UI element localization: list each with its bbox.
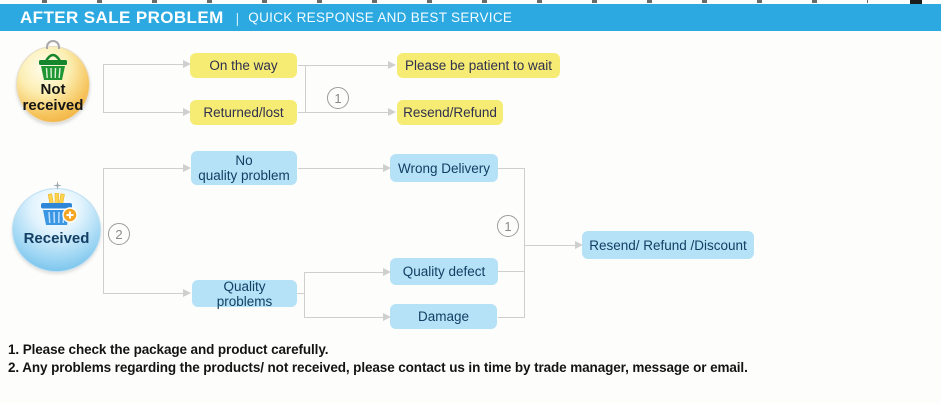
arrowhead [575,241,583,249]
step-marker-1: 1 [327,87,349,109]
connector [103,64,183,65]
blue-basket-icon [40,193,78,225]
sparkle-icon [52,181,62,190]
arrowhead [183,164,191,172]
top-crop-mark [910,0,922,4]
connector [103,64,104,113]
node-wrong-delivery: Wrong Delivery [390,154,498,182]
connector [305,65,306,113]
connector [103,168,183,169]
not-received-node: Not received [16,40,90,123]
not-received-label: Not received [22,81,84,114]
connector [525,245,575,246]
node-no-quality-problem: No quality problem [191,151,297,185]
connector [498,168,525,169]
hanger-icon [46,40,60,49]
connector [297,293,305,294]
connector [304,272,383,273]
arrowhead [388,108,396,116]
note-line-2: 2. Any problems regarding the products/ … [8,360,748,375]
connector [103,112,183,113]
node-quality-problems: Quality problems [192,279,297,309]
arrowhead [388,61,396,69]
arrowhead [383,313,391,321]
connector [498,271,525,272]
node-damage: Damage [390,304,497,329]
connector [304,317,383,318]
node-be-patient: Please be patient to wait [397,53,560,78]
note-line-1: 1. Please check the package and product … [8,342,329,357]
received-node: Received [12,181,101,272]
connector [298,168,383,169]
node-resend-refund: Resend/Refund [397,100,503,125]
connector [524,168,525,318]
step-marker-2: 2 [108,223,130,245]
green-basket-icon [39,53,67,80]
node-on-the-way: On the way [190,53,297,78]
section-header: AFTER SALE PROBLEM | QUICK RESPONSE AND … [0,4,941,31]
received-label: Received [23,230,90,247]
connector [298,112,388,113]
header-subtitle: QUICK RESPONSE AND BEST SERVICE [248,10,513,25]
arrowhead [183,60,191,68]
arrowhead [183,289,191,297]
connector [103,168,104,294]
header-separator: | [235,9,240,26]
connector [298,65,388,66]
step-marker-1b: 1 [497,215,519,237]
node-resend-refund-discount: Resend/ Refund /Discount [582,231,754,259]
top-crop-artifacts [18,0,868,3]
node-quality-defect: Quality defect [390,258,498,285]
header-title: AFTER SALE PROBLEM [20,7,224,27]
connector [498,317,525,318]
connector [304,272,305,318]
arrowhead [183,108,191,116]
arrowhead [383,268,391,276]
arrowhead [383,164,391,172]
node-returned-lost: Returned/lost [190,100,297,125]
connector [103,293,183,294]
